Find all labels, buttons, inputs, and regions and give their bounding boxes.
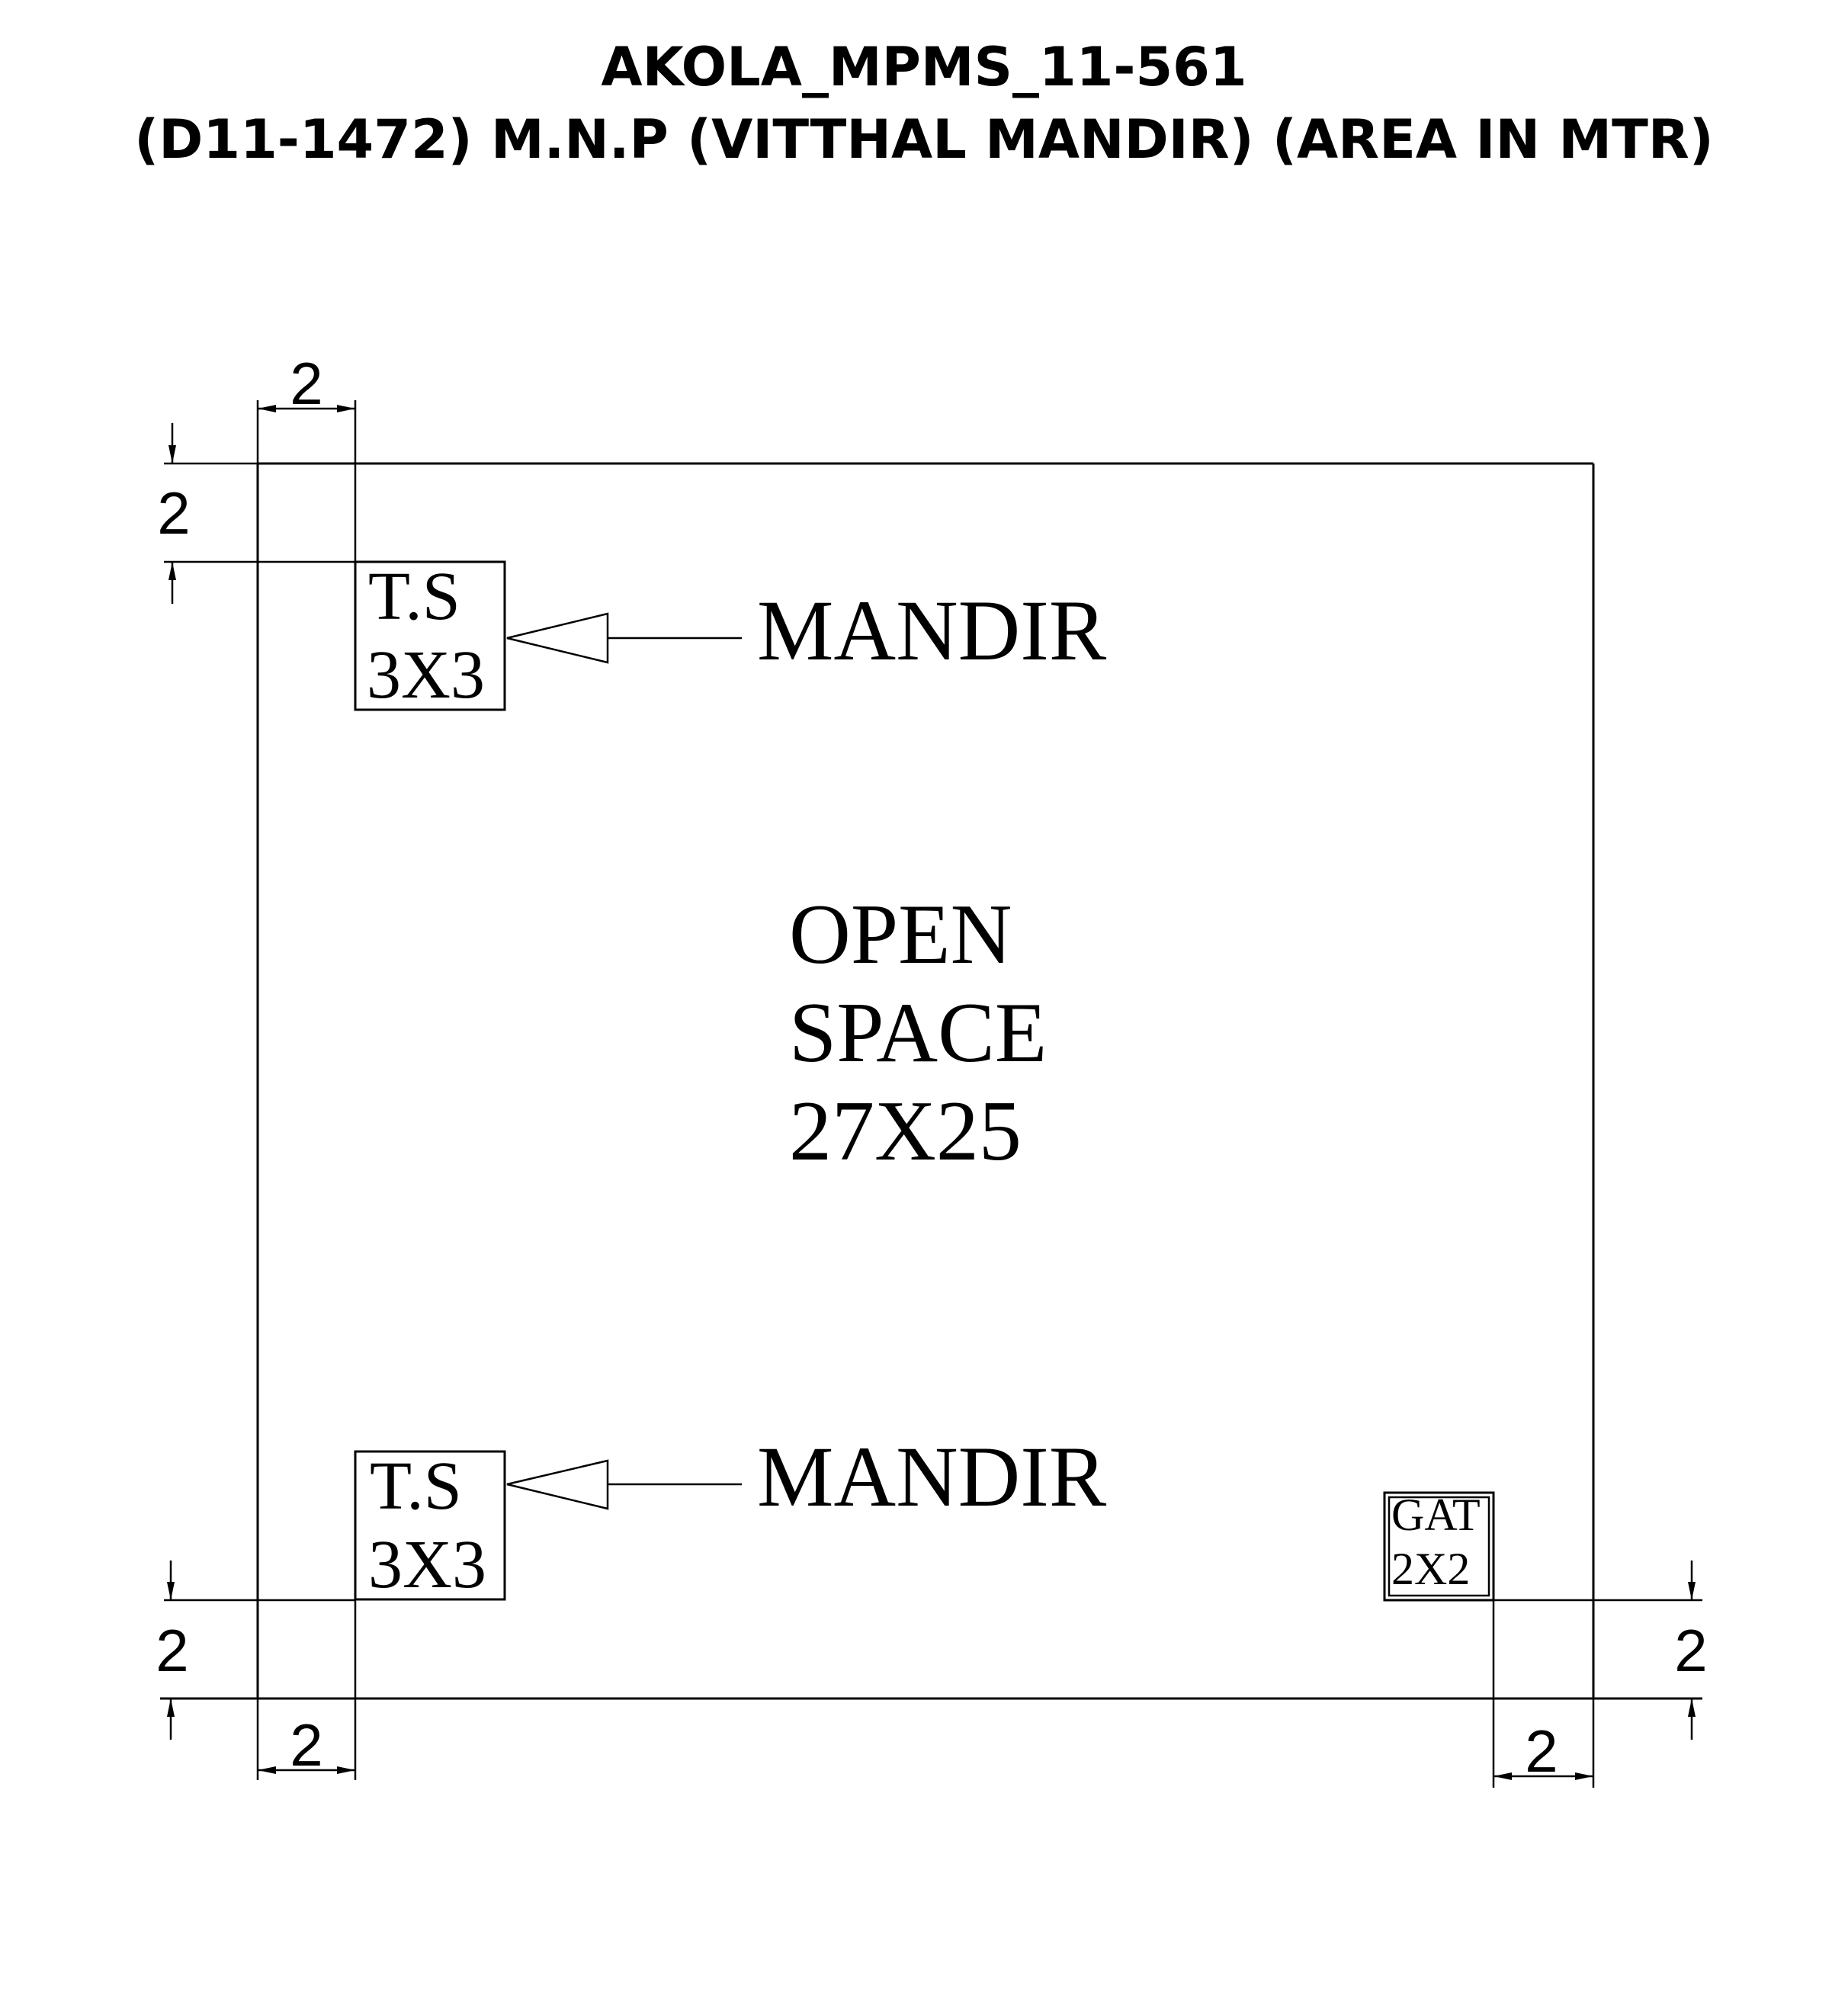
- open-space-line2: SPACE: [789, 986, 1047, 1080]
- toilet-block-top: T.S 3X3: [354, 559, 506, 713]
- gate-size: 2X2: [1391, 1544, 1470, 1594]
- gate-block: GAT 2X2: [1383, 1490, 1495, 1602]
- plot-boundary: [160, 462, 1702, 1700]
- dimension-left-bottom-height: 2: [156, 1561, 189, 1740]
- toilet-top-name: T.S: [368, 559, 460, 634]
- open-space-size: 27X25: [789, 1084, 1022, 1179]
- open-space-area: OPEN SPACE 27X25: [789, 887, 1047, 1179]
- mandir-bottom-leader: MANDIR: [506, 1429, 1107, 1525]
- mandir-top-label: MANDIR: [757, 583, 1107, 678]
- dimension-left-top-height: 2: [157, 423, 191, 604]
- drawing-title: AKOLA_MPMS_11-561: [601, 36, 1246, 98]
- dimension-top-width: 2: [258, 350, 355, 417]
- dimension-top-width-label: 2: [290, 350, 322, 417]
- dimension-bottom-right-width-label: 2: [1525, 1718, 1558, 1785]
- toilet-bottom-size: 3X3: [368, 1527, 486, 1602]
- toilet-top-size: 3X3: [367, 637, 485, 713]
- dimension-bottom-left-width-label: 2: [290, 1711, 322, 1779]
- mandir-top-leader: MANDIR: [506, 583, 1107, 678]
- dimension-left-top-height-label: 2: [157, 480, 190, 547]
- toilet-bottom-name: T.S: [370, 1448, 462, 1524]
- gate-name: GAT: [1391, 1490, 1481, 1540]
- dimension-right-bottom-height-label: 2: [1674, 1617, 1707, 1684]
- open-space-line1: OPEN: [789, 887, 1012, 982]
- drawing-subtitle: (D11-1472) M.N.P (VITTHAL MANDIR) (AREA …: [134, 108, 1713, 171]
- extension-lines: [164, 400, 1702, 1788]
- toilet-block-bottom: T.S 3X3: [354, 1448, 506, 1602]
- dimension-left-bottom-height-label: 2: [156, 1617, 188, 1684]
- dimension-bottom-right-width: 2: [1493, 1718, 1593, 1785]
- dimension-right-bottom-height: 2: [1674, 1561, 1708, 1740]
- mandir-bottom-label: MANDIR: [757, 1429, 1107, 1525]
- dimension-bottom-left-width: 2: [258, 1711, 355, 1779]
